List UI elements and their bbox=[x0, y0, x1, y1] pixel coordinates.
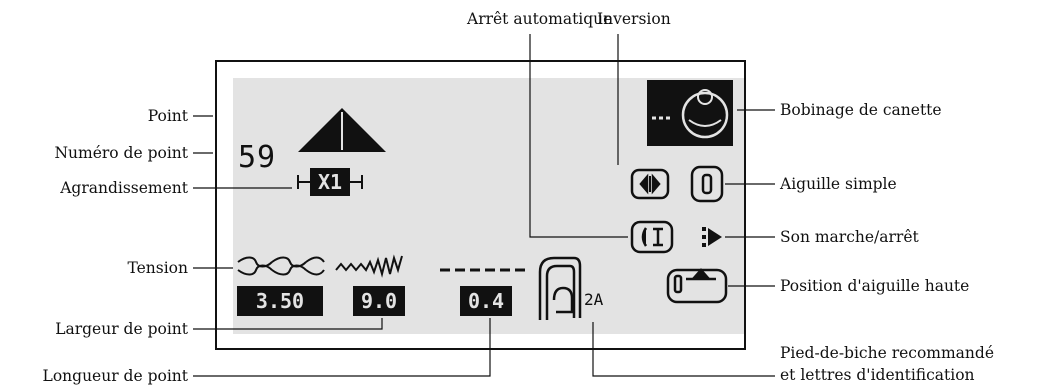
leader-longueur bbox=[193, 318, 491, 377]
magnification-bracket-icon bbox=[297, 175, 363, 189]
label-presser-foot-line2: et lettres d'identification bbox=[780, 366, 975, 384]
stitch-width-value: 9.0 bbox=[353, 286, 405, 316]
stitch-width-icon bbox=[335, 254, 403, 278]
label-sound: Son marche/arrêt bbox=[780, 228, 919, 246]
magnification-value: X1 bbox=[310, 168, 350, 196]
label-point: Point bbox=[147, 107, 188, 125]
label-bobbin-winding: Bobinage de canette bbox=[780, 101, 942, 119]
sound-icon bbox=[702, 227, 722, 247]
tension-icon bbox=[237, 256, 325, 276]
needle-up-position-icon bbox=[666, 268, 728, 304]
tension-value: 3.50 bbox=[237, 286, 323, 316]
label-inversion: Inversion bbox=[597, 10, 671, 28]
leader-arret bbox=[529, 34, 628, 238]
presser-foot-icon bbox=[538, 256, 582, 320]
label-stitch-length: Longueur de point bbox=[42, 367, 188, 385]
presser-foot-code: 2A bbox=[584, 290, 604, 309]
label-magnification: Agrandissement bbox=[60, 179, 188, 197]
inversion-icon bbox=[630, 168, 670, 200]
auto-stop-icon bbox=[630, 220, 674, 254]
label-stitch-number: Numéro de point bbox=[54, 144, 188, 162]
label-auto-stop: Arrêt automatique bbox=[467, 10, 613, 28]
single-needle-icon bbox=[690, 165, 724, 203]
label-single-needle: Aiguille simple bbox=[780, 175, 897, 193]
label-tension: Tension bbox=[127, 259, 188, 277]
label-needle-up: Position d'aiguille haute bbox=[780, 277, 970, 295]
stitch-number: 59 bbox=[238, 140, 277, 175]
bobbin-winding-icon bbox=[647, 80, 733, 146]
label-stitch-width: Largeur de point bbox=[55, 320, 188, 338]
label-presser-foot-line1: Pied-de-biche recommandé bbox=[780, 344, 995, 362]
leader-largeur bbox=[193, 318, 383, 330]
leader-pied bbox=[592, 322, 775, 377]
stitch-length-value: 0.4 bbox=[460, 286, 512, 316]
